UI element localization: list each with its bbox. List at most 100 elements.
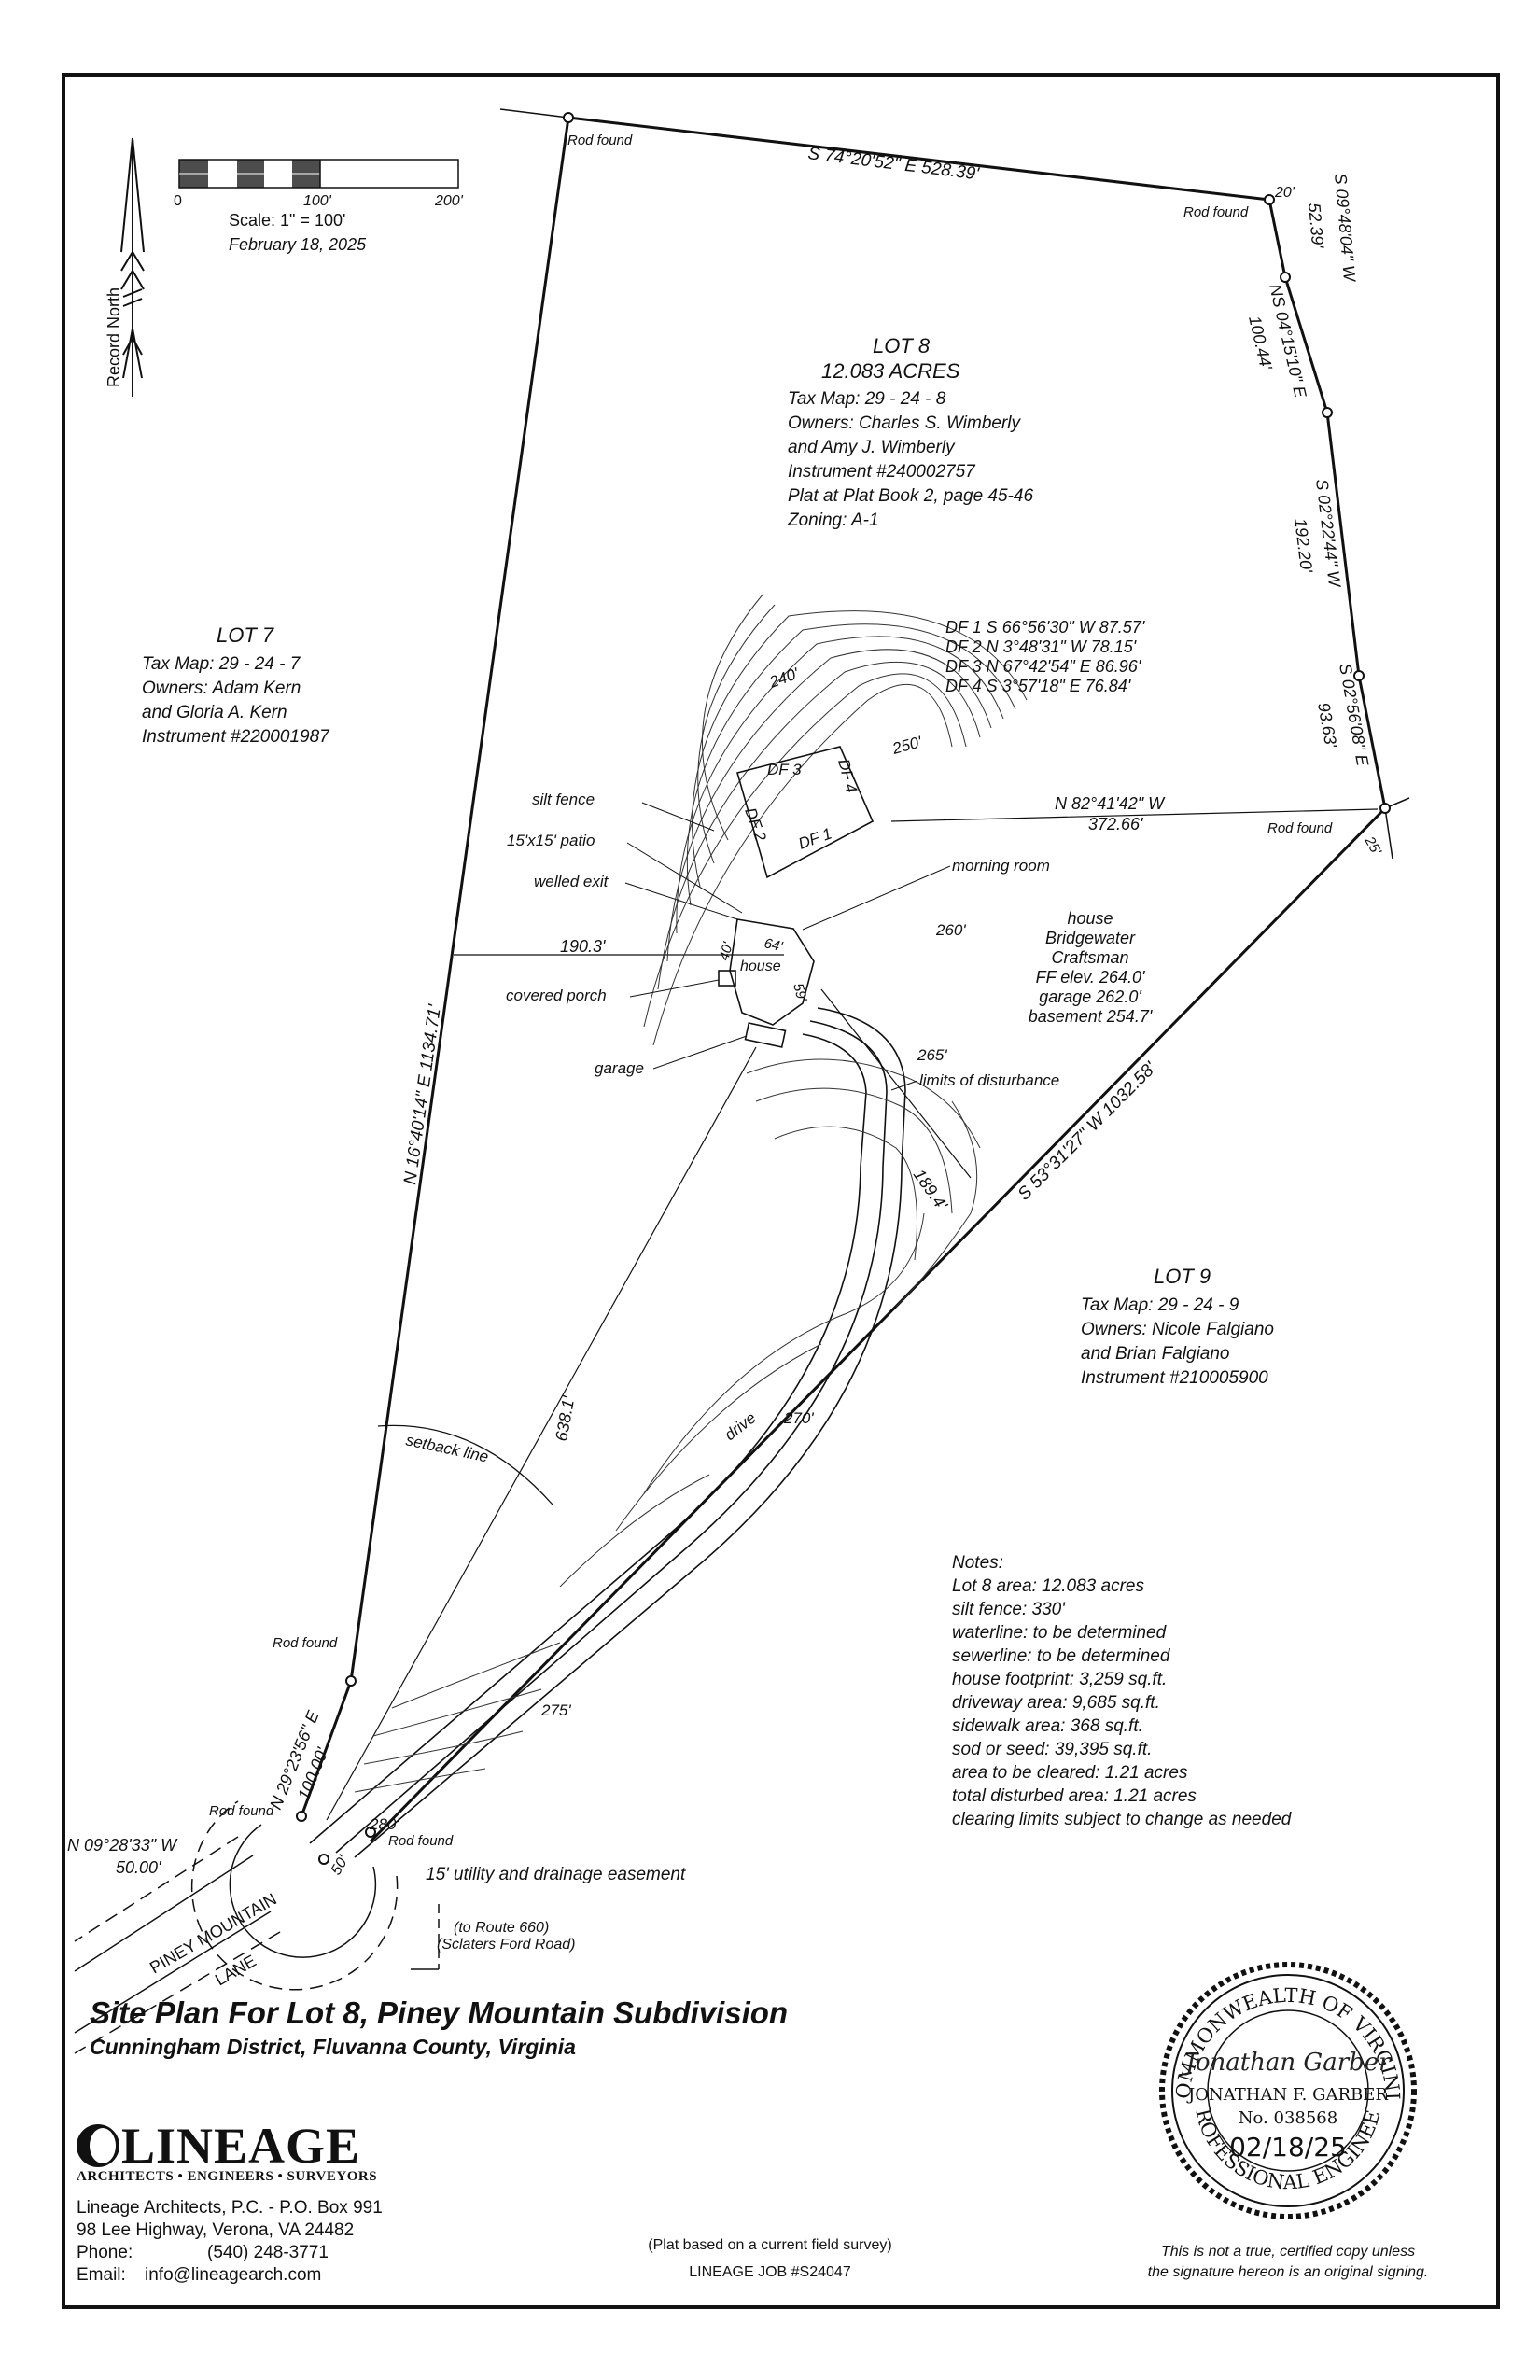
rod-found-1: Rod found: [567, 133, 633, 148]
lot8-line-5: Plat at Plat Book 2, page 45-46: [788, 486, 1033, 506]
east-bearing-3-dist: 192.20': [1291, 517, 1316, 574]
property-boundary: [300, 116, 1387, 1843]
firm-line-2: 98 Lee Highway, Verona, VA 24482: [77, 2220, 355, 2240]
piney-mountain-lane: [74, 1800, 440, 2054]
tie-line-bearing: N 82°41'42" W: [1055, 794, 1166, 813]
seal-name: JONATHAN F. GARBER: [1186, 2085, 1388, 2105]
lot8-line-4: Instrument #240002757: [788, 462, 976, 482]
east-bearing-3: S 02°22'44" W: [1312, 478, 1344, 590]
dim-59: 59': [790, 982, 810, 1004]
note-1: Lot 8 area: 12.083 acres: [952, 1576, 1144, 1596]
lot8-title: LOT 8: [873, 334, 931, 357]
lot7-line-4: Instrument #220001987: [142, 727, 330, 747]
job-number: LINEAGE JOB #S24047: [689, 2264, 851, 2280]
notes-title: Notes:: [952, 1553, 1003, 1573]
df1-label: DF 1: [796, 824, 834, 852]
scale-tick-100: 100': [303, 193, 332, 209]
scale-bar: 0 100' 200' Scale: 1" = 100' February 18…: [174, 159, 464, 254]
note-9: area to be cleared: 1.21 acres: [952, 1763, 1188, 1783]
scale-tick-0: 0: [174, 193, 182, 209]
note-2: silt fence: 330': [952, 1600, 1066, 1619]
dim-25: 25': [1361, 833, 1385, 859]
rod-found-3: Rod found: [1267, 820, 1333, 836]
note-11: clearing limits subject to change as nee…: [952, 1810, 1293, 1829]
rod-markers: [296, 112, 1391, 1865]
route-label: (to Route 660): [454, 1920, 549, 1936]
seal-ring-top: COMMONWEALTH OF VIRGINIA: [0, 0, 1404, 2100]
callout-leaders: [624, 802, 951, 1091]
scale-label: Scale: 1" = 100': [229, 211, 345, 230]
driveway: [309, 1007, 906, 1858]
house-note-2: Bridgewater: [1045, 929, 1136, 947]
firm-logo-text: LINEAGE: [121, 2118, 361, 2174]
firm-email: Email:info@lineagearch.com: [77, 2265, 321, 2286]
lot7-line-1: Tax Map: 29 - 24 - 7: [142, 654, 301, 674]
lot7-title: LOT 7: [217, 623, 274, 647]
email-value[interactable]: info@lineagearch.com: [145, 2265, 322, 2285]
engineer-seal: COMMONWEALTH OF VIRGINIA PROFESSIONAL EN…: [0, 0, 1417, 2219]
lot9-line-1: Tax Map: 29 - 24 - 9: [1081, 1295, 1239, 1315]
disclaimer-line-2: the signature hereon is an original sign…: [1147, 2264, 1429, 2280]
east-bearing-2-dist: 100.44': [1245, 314, 1276, 371]
silt-fence-callout: silt fence: [532, 791, 595, 808]
north-arrow-icon: [120, 137, 145, 397]
phone-value: (540) 248-3771: [207, 2243, 329, 2262]
tie-line-dist: 372.66': [1088, 815, 1143, 833]
phone-label: Phone:: [77, 2243, 133, 2262]
contour-250: 250': [889, 733, 924, 758]
lot8-line-2: Owners: Charles S. Wimberly: [788, 413, 1021, 433]
record-north-label: Record North: [105, 287, 123, 387]
dim-50: 50': [329, 1853, 353, 1878]
house-footprint: [718, 918, 815, 1048]
lot8-line-1: Tax Map: 29 - 24 - 8: [788, 389, 946, 409]
note-6: driveway area: 9,685 sq.ft.: [952, 1693, 1160, 1713]
firm-line-1: Lineage Architects, P.C. - P.O. Box 991: [77, 2198, 383, 2218]
df-row-1: DF 1 S 66°56'30" W 87.57': [945, 618, 1145, 637]
route-name-label: (Sclaters Ford Road): [437, 1937, 576, 1953]
note-3: waterline: to be determined: [952, 1623, 1168, 1643]
seal-ring-bottom: PROFESSIONAL ENGINEER: [0, 0, 1384, 2193]
drive-label: drive: [721, 1408, 760, 1444]
contour-260: 260': [935, 921, 966, 939]
lot9-line-2: Owners: Nicole Falgiano: [1081, 1320, 1274, 1339]
patio-callout: 15'x15' patio: [507, 832, 595, 849]
firm-phone: Phone: (540) 248-3771: [77, 2243, 329, 2263]
disclaimer-line-1: This is not a true, certified copy unles…: [1160, 2244, 1416, 2260]
topo-contours: [354, 593, 1028, 1793]
house-note-1: house: [1067, 909, 1113, 928]
dim-190: 190.3': [560, 937, 606, 956]
field-survey-note: (Plat based on a current field survey): [648, 2237, 892, 2253]
cul-de-sac-bearing: N 09°28'33" W: [67, 1836, 178, 1855]
df-row-3: DF 3 N 67°42'54" E 86.96': [945, 657, 1141, 676]
east-bearing-1: S 09°48'04" W: [1331, 173, 1359, 284]
lineage-logo-icon: [77, 2124, 119, 2167]
note-10: total disturbed area: 1.21 acres: [952, 1786, 1197, 1806]
rod-found-5: Rod found: [209, 1803, 274, 1819]
plan-subtitle: Cunningham District, Fluvanna County, Vi…: [90, 2035, 576, 2059]
east-bearing-1-dist: 52.39': [1305, 203, 1327, 250]
df3-label: DF 3: [767, 761, 802, 778]
welled-exit-callout: welled exit: [534, 873, 609, 890]
plan-title: Site Plan For Lot 8, Piney Mountain Subd…: [90, 1995, 789, 2030]
house-note-4: FF elev. 264.0': [1036, 968, 1145, 987]
garage-callout: garage: [595, 1059, 644, 1077]
house-label: house: [740, 959, 781, 974]
house-note-3: Craftsman: [1051, 948, 1128, 967]
seal-signature: Jonathan Garber: [1181, 2049, 1392, 2077]
lot9-line-4: Instrument #210005900: [1081, 1368, 1268, 1388]
contour-240: 240': [766, 665, 802, 692]
rod-found-6: Rod found: [388, 1833, 454, 1849]
lot8-acres: 12.083 ACRES: [821, 359, 960, 383]
dim-40: 40': [716, 940, 736, 962]
scale-tick-200: 200': [434, 193, 464, 209]
morning-room-callout: morning room: [952, 857, 1050, 875]
dim-20: 20': [1274, 185, 1295, 201]
firm-tagline: ARCHITECTS • ENGINEERS • SURVEYORS: [77, 2169, 378, 2184]
house-note-6: basement 254.7': [1029, 1007, 1153, 1026]
firm-logo: LINEAGE: [77, 2121, 360, 2171]
contour-265: 265': [917, 1046, 947, 1064]
note-4: sewerline: to be determined: [952, 1646, 1171, 1666]
note-5: house footprint: 3,259 sq.ft.: [952, 1670, 1167, 1689]
df-row-4: DF 4 S 3°57'18" E 76.84': [945, 677, 1131, 695]
